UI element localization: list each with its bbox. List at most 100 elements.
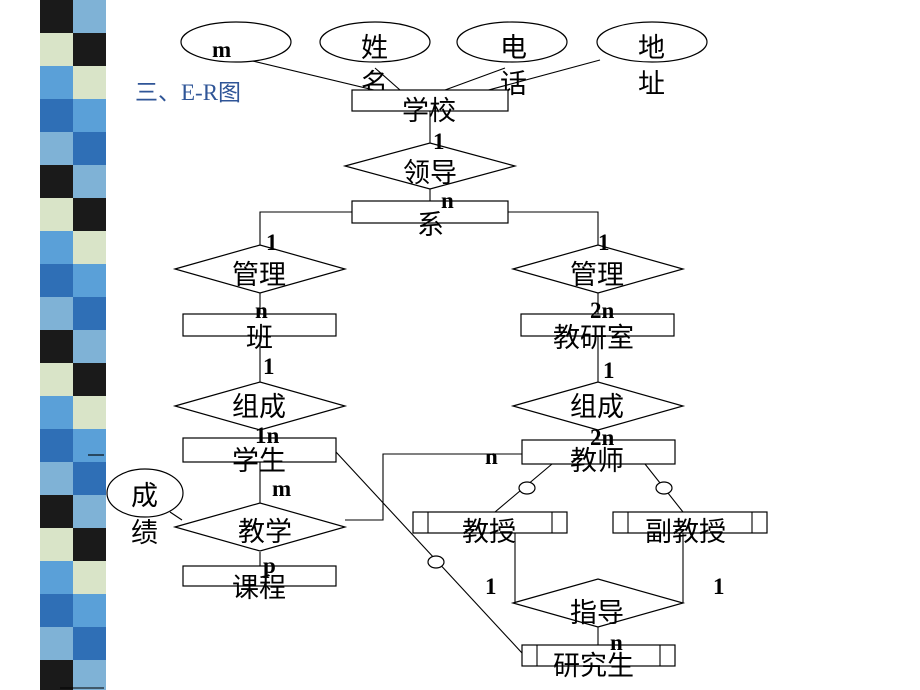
- relationship-compose-left-label: 组成: [232, 392, 286, 423]
- isa-marker-assoc: [655, 481, 673, 495]
- entity-student-label: 学生: [232, 446, 286, 477]
- relationship-guide-label: 指导: [570, 598, 624, 629]
- card-compose-teacher: 2n: [590, 425, 615, 450]
- edge-teacher-teach: [345, 453, 522, 521]
- card-assoc-guide: 1: [713, 574, 725, 599]
- stripe-cell: [73, 528, 106, 561]
- stripe-cell: [73, 231, 106, 264]
- stripe-cell: [40, 495, 73, 528]
- card-lead-dept: n: [441, 188, 454, 213]
- entity-department: 系: [351, 200, 509, 241]
- entity-associate-professor: 副教授: [612, 511, 768, 548]
- relationship-manage-right: 管理: [510, 244, 686, 294]
- stripe-cell: [40, 594, 73, 627]
- edge-dept-manage-left: [259, 211, 352, 245]
- stripe-cell: [73, 561, 106, 594]
- edge-student-grad: [335, 451, 523, 654]
- relationship-compose-left: 组成: [172, 381, 348, 431]
- relationship-manage-left-label: 管理: [232, 260, 286, 291]
- stripe-cell: [40, 396, 73, 429]
- stripe-cell: [73, 363, 106, 396]
- stripe-cell: [73, 297, 106, 330]
- relationship-teach: 教学: [172, 502, 348, 552]
- edge-phone-school: [444, 67, 506, 91]
- stripe-cell: [73, 396, 106, 429]
- isa-marker-grad: [427, 555, 445, 569]
- stripe-cell: [40, 462, 73, 495]
- attribute-m: m: [180, 21, 292, 63]
- entity-grad-student: 研究生: [521, 644, 676, 682]
- card-manage-class: n: [255, 298, 268, 323]
- attribute-grade: 成 绩: [106, 468, 184, 549]
- relationship-manage-right-label: 管理: [570, 260, 624, 291]
- stripe-cell: [40, 33, 73, 66]
- stripe-cell: [73, 165, 106, 198]
- stripe-cell: [40, 264, 73, 297]
- stripe-cell: [73, 99, 106, 132]
- entity-course-label: 课程: [232, 573, 286, 604]
- stripe-cell: [40, 660, 73, 690]
- entity-school-label: 学校: [402, 96, 456, 127]
- edge-dept-manage-right: [508, 211, 599, 245]
- card-course-teach: p: [263, 553, 276, 578]
- entity-professor-label: 教授: [462, 517, 516, 548]
- card-student-teach: m: [272, 476, 291, 501]
- stripe-cell: [40, 429, 73, 462]
- relationship-lead: 领导: [342, 142, 518, 190]
- entity-grad-student-label: 研究生: [553, 651, 634, 682]
- attribute-address: 地 址: [596, 21, 708, 100]
- entity-associate-professor-label: 副教授: [645, 517, 726, 548]
- entity-department-label: 系: [417, 210, 444, 241]
- card-teacher-teach: n: [485, 444, 498, 469]
- stripe-cell: [40, 99, 73, 132]
- isa-marker-professor: [518, 481, 536, 495]
- stripe-cell: [73, 198, 106, 231]
- stripe-cell: [73, 627, 106, 660]
- stripe-cell: [73, 594, 106, 627]
- card-dept-manage-right: 1: [598, 230, 610, 255]
- stripe-cell: [40, 297, 73, 330]
- entity-school: 学校: [351, 89, 509, 127]
- attribute-address-line2: 址: [638, 69, 665, 100]
- stripe-cell: [40, 561, 73, 594]
- attribute-address-line1: 地: [638, 33, 665, 64]
- stripe-cell: [73, 33, 106, 66]
- edge-professor-guide: [514, 533, 525, 604]
- edge-name-school: [374, 67, 401, 91]
- entity-teacher-label: 教师: [570, 446, 624, 477]
- attribute-grade-line1: 成: [131, 481, 158, 512]
- entity-course: 课程: [182, 565, 337, 604]
- card-manage-office: 2n: [590, 298, 615, 323]
- cardinality-labels: 1 n 1 1 n 2n 1 1 1n 2n m n p 1 1 n: [255, 129, 725, 655]
- entity-class-label: 班: [246, 323, 273, 354]
- stripe-cell: [40, 231, 73, 264]
- entity-teacher: 教师: [521, 439, 676, 477]
- card-dept-manage-left: 1: [266, 230, 278, 255]
- stripe-cell: [73, 330, 106, 363]
- stripe-cell: [73, 0, 106, 33]
- relationship-teach-label: 教学: [238, 517, 292, 548]
- edge-m-school: [239, 57, 396, 96]
- relationship-lead-label: 领导: [403, 158, 457, 189]
- entity-teaching-office-label: 教研室: [553, 323, 634, 354]
- stripe-cell: [73, 132, 106, 165]
- card-school-lead: 1: [433, 129, 445, 154]
- card-guide-grad: n: [610, 630, 623, 655]
- attribute-phone: 电 话: [456, 21, 568, 100]
- attribute-phone-line1: 电: [500, 33, 527, 64]
- attribute-name: 姓 名: [319, 21, 431, 100]
- stripe-cell: [40, 0, 73, 33]
- relationship-manage-left: 管理: [172, 244, 348, 294]
- attribute-m-label: m: [212, 37, 231, 62]
- stripe-cell: [73, 264, 106, 297]
- stripe-cell: [73, 66, 106, 99]
- stripe-cell: [73, 462, 106, 495]
- section-heading: 三、E-R图: [135, 80, 241, 106]
- relationship-compose-right-label: 组成: [570, 392, 624, 423]
- relationship-compose-right: 组成: [510, 381, 686, 431]
- card-compose-student: 1n: [255, 423, 280, 448]
- stripe-cell: [40, 627, 73, 660]
- stripe-cell: [40, 66, 73, 99]
- edge-grade-teach: [169, 511, 183, 521]
